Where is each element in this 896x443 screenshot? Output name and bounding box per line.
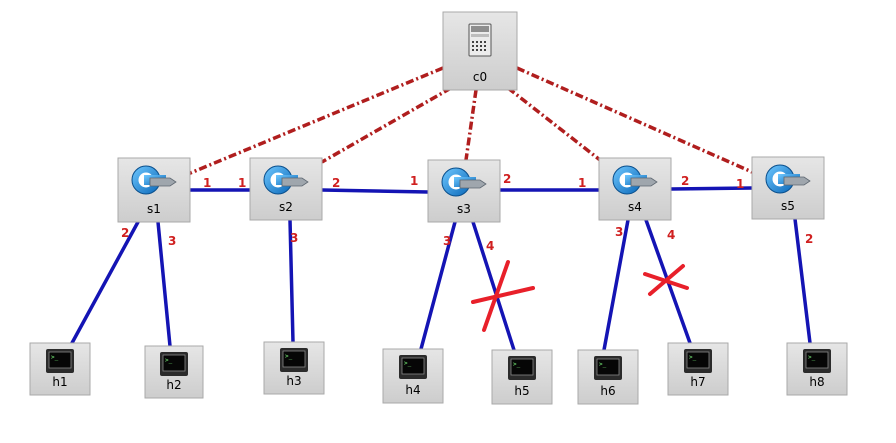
server-icon <box>468 23 492 57</box>
node-h5[interactable]: h5 <box>491 349 553 405</box>
control-link-c0-s5[interactable] <box>516 66 753 174</box>
port-label: 2 <box>805 232 813 246</box>
node-s2[interactable]: s2 <box>249 157 323 221</box>
terminal-host-icon <box>683 348 713 374</box>
terminal-host-icon <box>507 355 537 381</box>
failure-mark-s4-h7 <box>643 264 689 296</box>
node-h2[interactable]: h2 <box>144 345 204 399</box>
link-s1-h1[interactable] <box>70 220 140 345</box>
node-c0[interactable]: c0 <box>442 11 518 91</box>
terminal-host-icon <box>398 354 428 380</box>
terminal-host-icon <box>593 355 623 381</box>
port-label: 1 <box>578 176 586 190</box>
link-s3-h4[interactable] <box>419 220 457 351</box>
port-labels: 1 1 2 1 2 1 2 1 2 3 3 3 4 3 4 2 <box>121 172 813 253</box>
port-label: 1 <box>238 176 246 190</box>
node-label: h7 <box>690 375 705 389</box>
port-label: 1 <box>203 176 211 190</box>
control-link-c0-s3[interactable] <box>464 89 478 161</box>
link-failure-marks <box>471 260 689 332</box>
link-s2-s3[interactable] <box>320 188 430 194</box>
port-label: 3 <box>290 231 298 245</box>
data-links <box>70 186 812 352</box>
node-label: h8 <box>809 375 824 389</box>
cross-stroke <box>648 264 685 296</box>
port-label: 1 <box>410 174 418 188</box>
terminal-host-icon <box>279 347 309 373</box>
port-label: 2 <box>332 176 340 190</box>
node-h4[interactable]: h4 <box>382 348 444 404</box>
terminal-host-icon <box>802 348 832 374</box>
node-label: h2 <box>166 378 181 392</box>
port-label: 3 <box>443 234 451 248</box>
cross-stroke <box>482 260 510 332</box>
node-h8[interactable]: h8 <box>786 342 848 396</box>
port-label: 2 <box>503 172 511 186</box>
node-label: h3 <box>286 374 301 388</box>
node-label: h6 <box>600 384 615 398</box>
control-link-c0-s4[interactable] <box>506 86 602 162</box>
node-label: h4 <box>405 383 420 397</box>
port-label: 2 <box>681 174 689 188</box>
port-label: 2 <box>121 226 129 240</box>
port-label: 1 <box>736 177 744 191</box>
link-s1-h2[interactable] <box>156 220 172 348</box>
port-label: 4 <box>486 239 494 253</box>
cross-stroke <box>471 286 535 304</box>
node-h3[interactable]: h3 <box>263 341 325 395</box>
node-s4[interactable]: s4 <box>598 157 672 221</box>
node-label: s5 <box>781 199 795 213</box>
node-label: c0 <box>473 70 487 84</box>
node-label: s4 <box>628 200 642 214</box>
node-s3[interactable]: s3 <box>427 159 501 223</box>
node-label: s3 <box>457 202 471 216</box>
node-label: h1 <box>52 375 67 389</box>
node-s5[interactable]: s5 <box>751 156 825 220</box>
node-h7[interactable]: h7 <box>667 342 729 396</box>
link-s4-s5[interactable] <box>669 186 754 191</box>
link-s3-h5[interactable] <box>471 220 516 352</box>
node-label: h5 <box>514 384 529 398</box>
control-links <box>187 66 753 176</box>
link-s5-h8[interactable] <box>793 217 812 345</box>
node-label: s1 <box>147 202 161 216</box>
control-link-c0-s1[interactable] <box>187 66 444 176</box>
link-s2-h3[interactable] <box>288 218 295 344</box>
port-label: 3 <box>615 225 623 239</box>
node-h6[interactable]: h6 <box>577 349 639 405</box>
nodes: c0 s1 s2 s3 s4 s5 h1 h2 h3 h4 h5 h6 h7 h8 <box>29 11 848 405</box>
terminal-host-icon <box>45 348 75 374</box>
failure-mark-s3-h5 <box>471 260 535 332</box>
port-label: 3 <box>168 234 176 248</box>
port-label: 4 <box>667 228 675 242</box>
link-s4-h6[interactable] <box>602 218 630 352</box>
node-h1[interactable]: h1 <box>29 342 91 396</box>
terminal-host-icon <box>159 351 189 377</box>
node-label: s2 <box>279 200 293 214</box>
control-link-c0-s2[interactable] <box>321 86 452 164</box>
node-s1[interactable]: s1 <box>117 157 191 223</box>
